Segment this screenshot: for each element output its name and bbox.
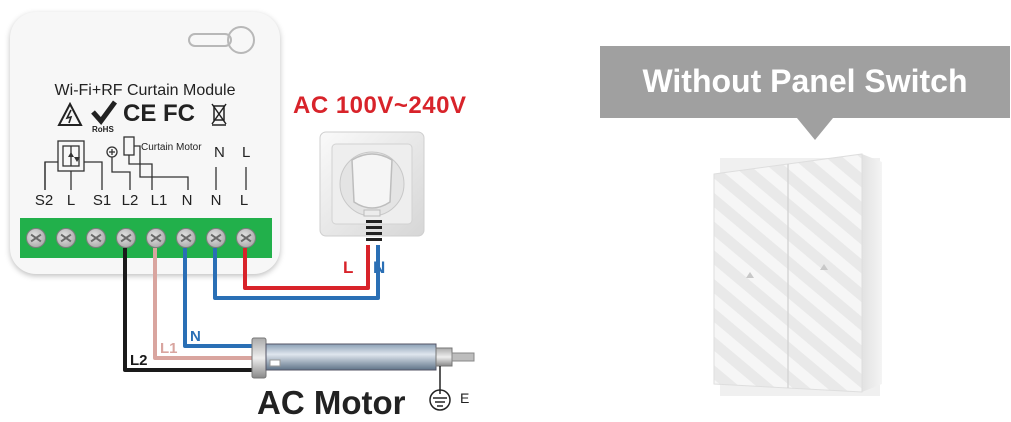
ac-motor-label: AC Motor [257,384,406,421]
terminal-label-l: L [66,192,76,209]
wiring [123,245,380,372]
fc-mark: FC [163,100,195,127]
l1-wire-label: L1 [160,340,178,357]
screw-terminal-n2 [206,228,226,248]
plug-neutral-label: N [373,258,386,277]
callout-pointer [797,118,833,140]
ac-voltage-label: AC 100V~240V [293,92,467,119]
screw-terminal-s1 [86,228,106,248]
terminal-label-s1: S1 [92,192,112,209]
earth-label: E [460,390,470,406]
up-arrow-icon [746,272,754,278]
l2-wire-label: L2 [130,352,148,369]
wall-socket [319,131,425,237]
screw-terminal-l1 [146,228,166,248]
mounting-hole-icon [188,26,255,54]
live-wire [243,245,370,290]
rohs-check-icon [91,100,118,125]
terminal-label-s2: S2 [34,192,54,209]
l2-wire [123,248,256,372]
terminal-label-n2: N [210,192,222,209]
terminal-label-l2: L2 [121,192,139,209]
screw-terminal-s2 [26,228,46,248]
up-arrow-icon-2 [820,264,828,270]
ce-mark: CE [123,100,157,127]
terminal-label-n: N [181,192,193,209]
module-schematic [44,136,247,190]
earth-ground-icon [429,366,451,411]
panel-switch [713,153,882,396]
tubular-motor [251,337,475,379]
plug-live-label: L [343,258,354,277]
rohs-label: RoHS [92,125,114,134]
neutral-wire-motor [183,248,256,348]
screw-terminal-l-in [236,228,256,248]
top-terminal-n: N [214,144,225,161]
screw-terminal-l [56,228,76,248]
module-title: Wi-Fi+RF Curtain Module [54,82,236,99]
plug-cable-icon [366,220,382,241]
terminal-label-l1: L1 [150,192,168,209]
curtain-motor-label: Curtain Motor [141,142,202,153]
n-wire-label: N [190,328,201,345]
callout-bubble: Without Panel Switch [600,46,1010,118]
neutral-wire-supply [213,245,380,300]
terminal-block [20,218,272,258]
weee-bin-icon [211,103,227,126]
l1-wire [153,248,256,360]
terminal-label-l-in: L [239,192,249,209]
top-terminal-l: L [242,144,251,161]
callout-text: Without Panel Switch [642,63,968,99]
screw-terminal-n [176,228,196,248]
danger-icon [57,102,83,126]
screw-terminal-l2 [116,228,136,248]
